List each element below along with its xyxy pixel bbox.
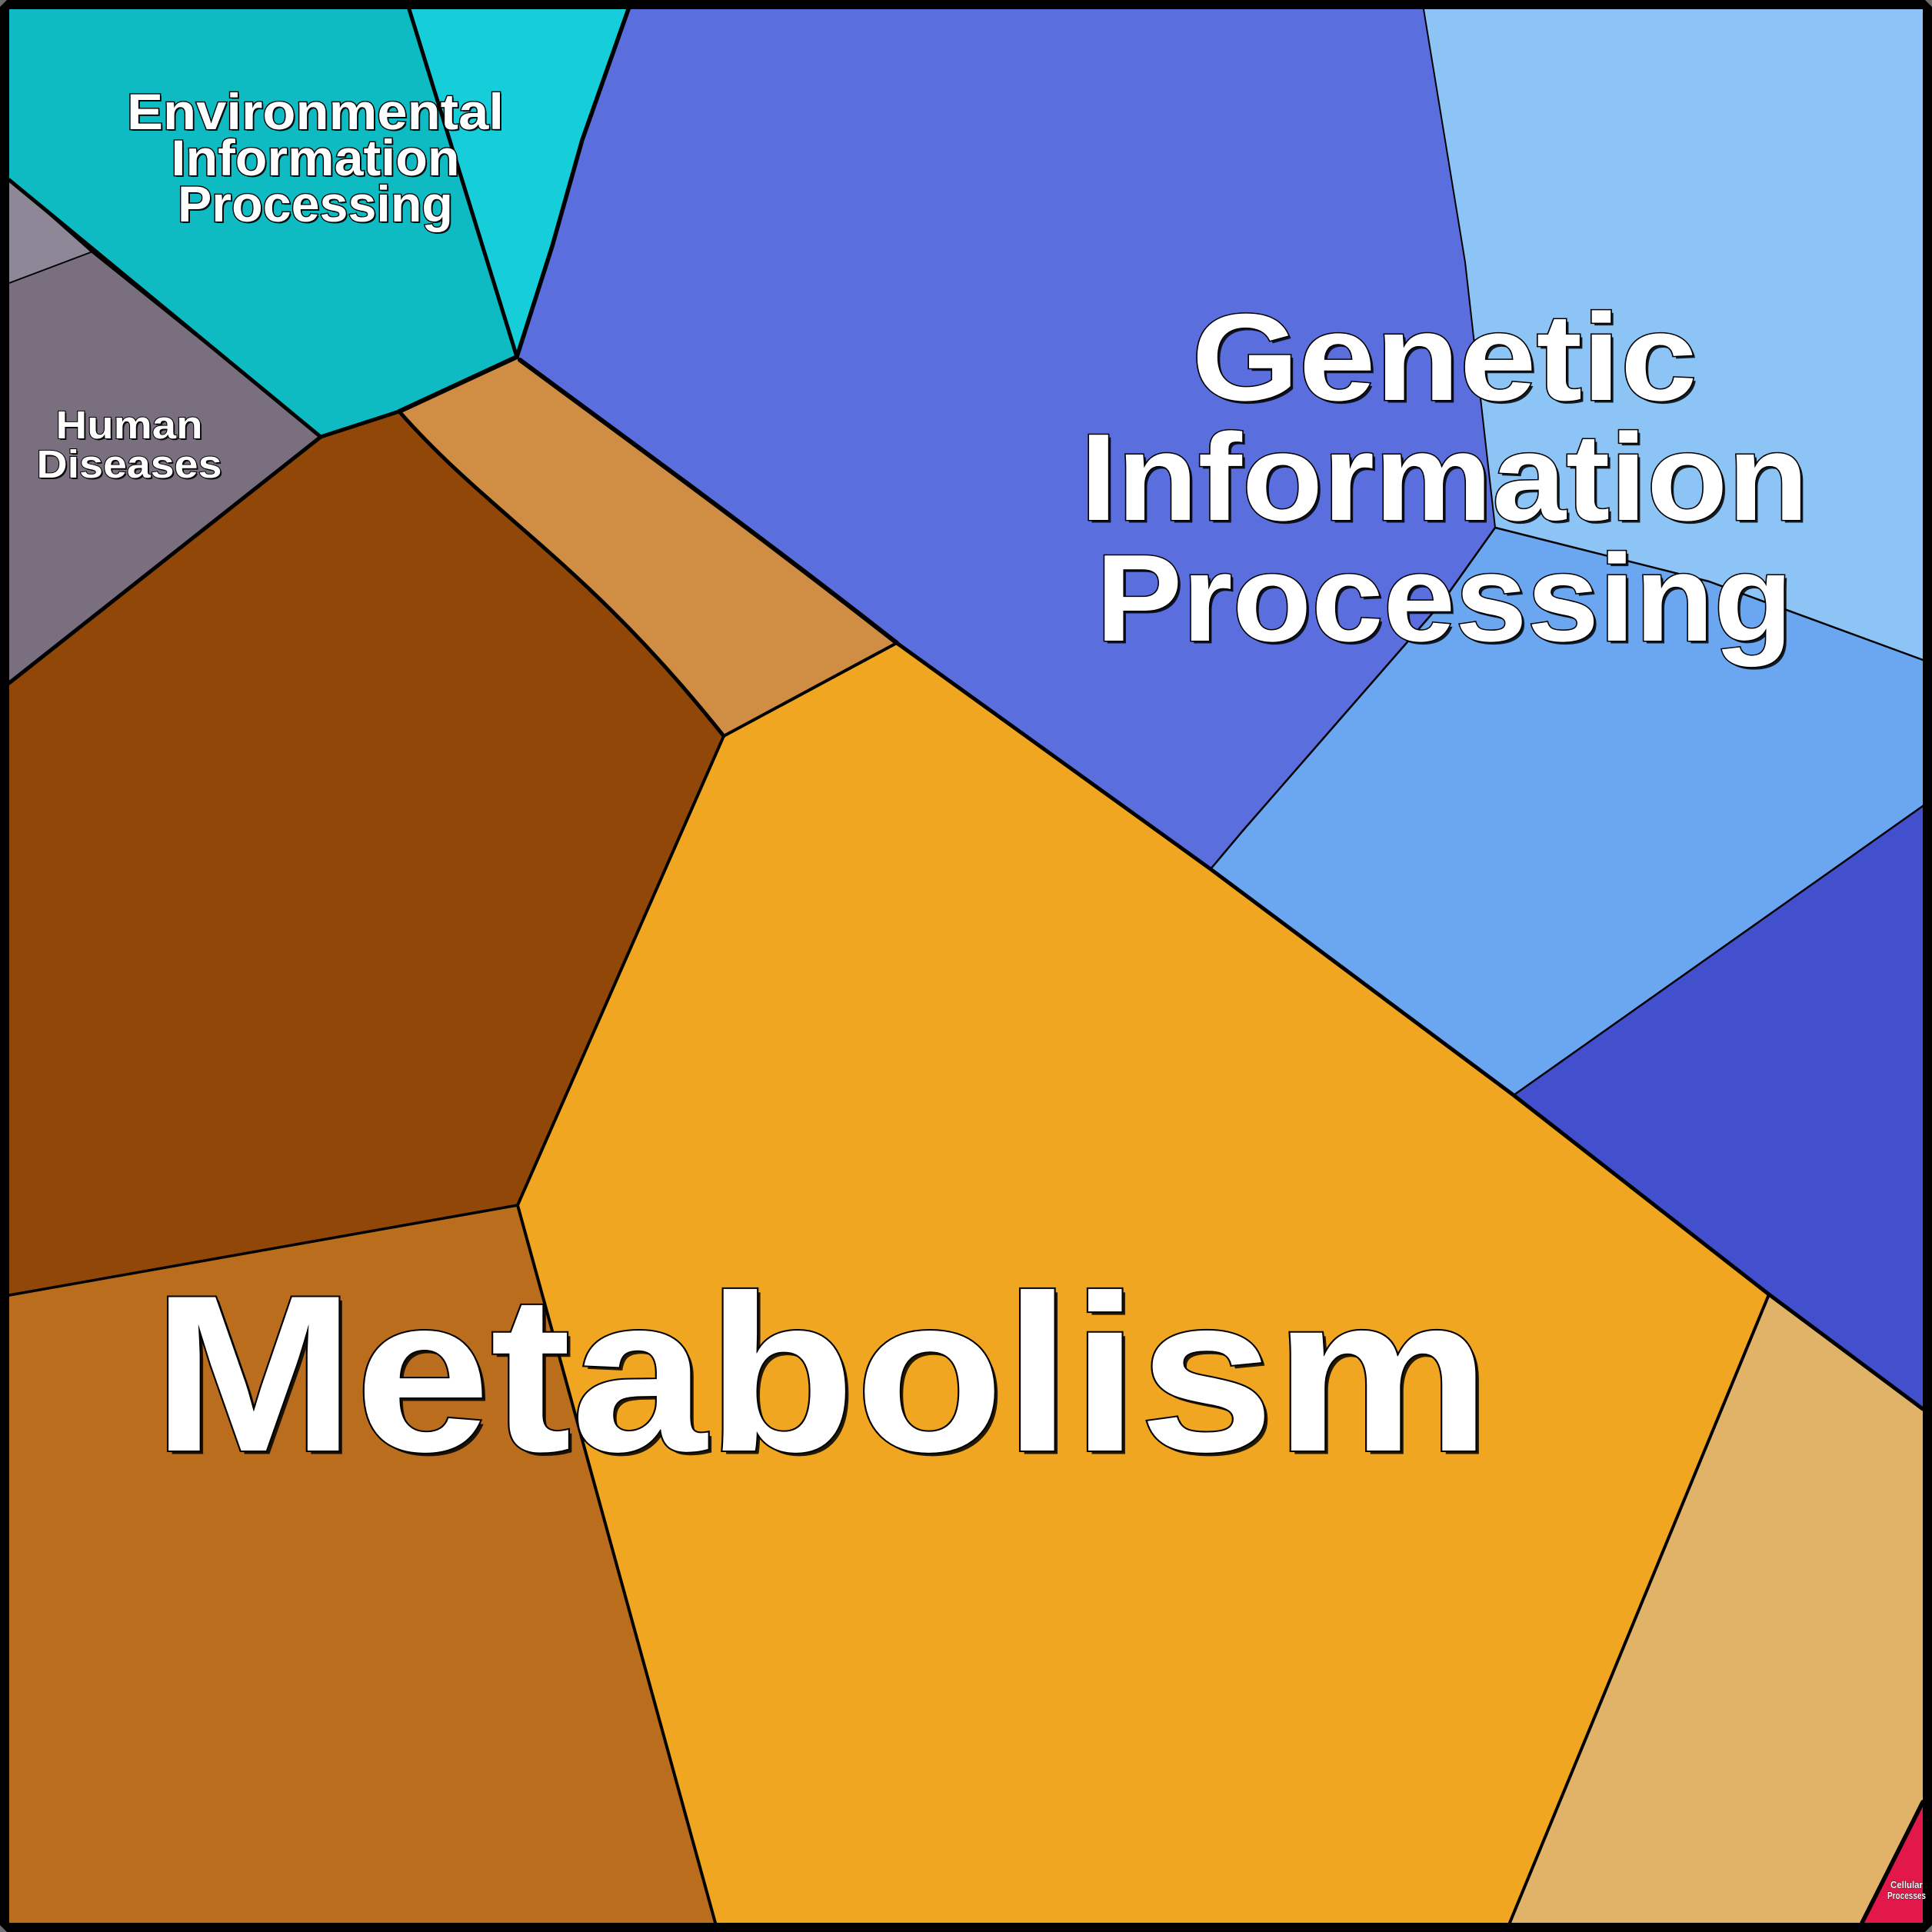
svg-text:Information: Information bbox=[172, 129, 460, 186]
svg-text:Diseases: Diseases bbox=[38, 444, 224, 488]
svg-text:Processing: Processing bbox=[179, 177, 455, 234]
svg-text:Information: Information bbox=[173, 131, 461, 188]
svg-text:Cellular: Cellular bbox=[1890, 1880, 1923, 1890]
svg-text:Metabolism: Metabolism bbox=[156, 1253, 1494, 1502]
svg-text:Processing: Processing bbox=[178, 175, 453, 232]
svg-text:Processing: Processing bbox=[1096, 529, 1793, 668]
svg-text:Genetic: Genetic bbox=[1194, 291, 1700, 430]
svg-text:Processes: Processes bbox=[1887, 1890, 1926, 1901]
svg-text:Human: Human bbox=[56, 403, 203, 447]
svg-text:Environmental: Environmental bbox=[127, 83, 504, 140]
svg-text:Human: Human bbox=[58, 405, 205, 448]
svg-text:Processing: Processing bbox=[1099, 532, 1796, 671]
svg-text:Environmental: Environmental bbox=[128, 85, 505, 142]
svg-text:Diseases: Diseases bbox=[37, 442, 222, 486]
svg-text:Metabolism: Metabolism bbox=[152, 1249, 1491, 1498]
svg-text:Information: Information bbox=[1083, 411, 1811, 550]
svg-text:Genetic: Genetic bbox=[1192, 288, 1697, 427]
svg-text:Information: Information bbox=[1081, 408, 1809, 547]
